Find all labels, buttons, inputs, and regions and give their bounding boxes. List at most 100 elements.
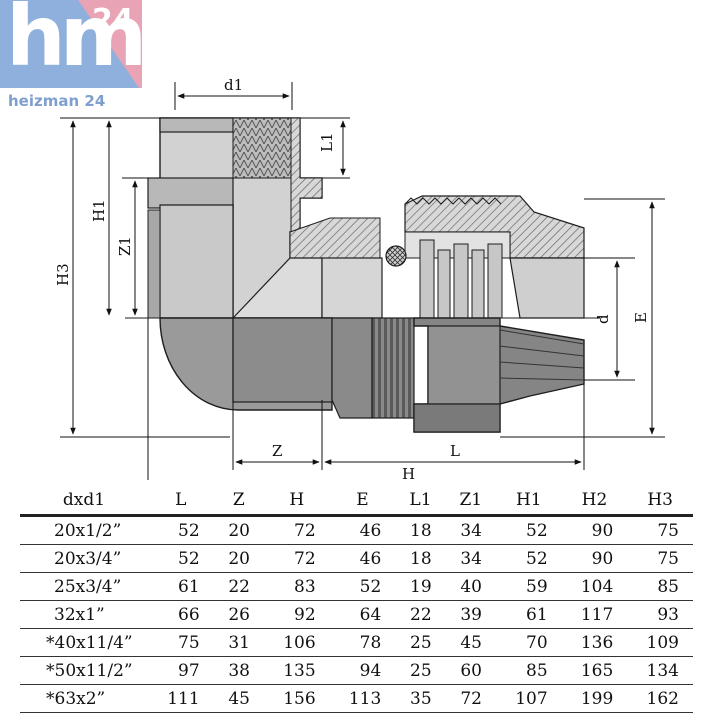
column-header: Z [213, 485, 264, 517]
dim-label-e: E [632, 312, 650, 323]
value-cell: 26 [213, 600, 264, 629]
value-cell: 18 [395, 544, 446, 573]
value-cell: 40 [445, 572, 496, 601]
value-cell: 156 [264, 684, 330, 713]
brand-logo: hm 24 heizman 24 [0, 0, 147, 112]
value-cell: 61 [496, 600, 562, 629]
value-cell: 60 [445, 656, 496, 685]
value-cell: 61 [148, 572, 214, 601]
value-cell: 93 [627, 600, 693, 629]
table-header-row: dxd1 L Z H E L1 Z1 H1 H2 H3 [20, 485, 693, 517]
column-header: H3 [627, 485, 693, 517]
dim-label-l: L [450, 442, 460, 460]
value-cell: 46 [359, 520, 382, 541]
fitting-drawing: d1 L1 H3 H1 Z1 d E Z L H [54, 76, 665, 480]
dim-label-d1: d1 [224, 76, 243, 94]
value-cell: 64 [329, 600, 396, 629]
value-cell: 113 [329, 684, 396, 713]
column-header: L1 [395, 485, 446, 517]
size-cell: 32x1” [20, 600, 148, 629]
value-cell: 22 [395, 600, 446, 629]
value-cell: 134 [627, 656, 693, 685]
column-header: Z1 [445, 485, 496, 517]
value-cell: 39 [445, 600, 496, 629]
size-cell: 20x3/4” [20, 544, 148, 573]
elbow-lower-half [147, 209, 415, 419]
value-cell: 72 [264, 544, 330, 573]
value-cell: 162 [627, 684, 693, 713]
value-cell: 90 [561, 544, 628, 573]
elbow-body [147, 117, 383, 319]
value-cell: 199 [561, 684, 628, 713]
value-cell: 35 [395, 684, 446, 713]
value-cell: 45 [213, 684, 264, 713]
size-cell: *63x2” [20, 684, 148, 713]
value-cell: 20 [213, 544, 264, 573]
value-cell: 136 [561, 628, 628, 657]
value-cell: 117 [561, 600, 628, 629]
dim-label-l1: L1 [318, 132, 336, 152]
logo-number: 24 [92, 3, 134, 38]
value-cell: 75 [627, 544, 693, 573]
size-cell: *50x11/2” [20, 656, 148, 685]
value-cell: 25 [395, 628, 446, 657]
dim-label-h3: H3 [54, 263, 72, 286]
size-cell: 25x3/4” [20, 572, 148, 601]
dim-label-z: Z [272, 442, 282, 460]
value-cell: 52 [496, 544, 562, 573]
value-cell: 52 [178, 520, 200, 541]
dim-label-h: H [402, 465, 415, 480]
value-cell: 34 [460, 520, 482, 541]
value-cell: 25 [395, 656, 446, 685]
value-cell: 75 [657, 520, 679, 541]
value-cell: 94 [329, 656, 396, 685]
value-cell: 106 [264, 628, 330, 657]
value-cell: 52 [148, 544, 214, 573]
value-cell: 85 [627, 572, 693, 601]
value-cell: 66 [148, 600, 214, 629]
value-cell: 165 [561, 656, 628, 685]
value-cell: 59 [496, 572, 562, 601]
compression-nut [385, 195, 585, 433]
value-cell: 92 [264, 600, 330, 629]
value-cell: 34 [445, 544, 496, 573]
logo-mark: hm [6, 0, 147, 85]
value-cell: 18 [410, 520, 432, 541]
value-cell: 52 [329, 572, 396, 601]
column-header: H1 [496, 485, 562, 517]
value-cell: 85 [496, 656, 562, 685]
dim-label-z1: Z1 [116, 236, 134, 256]
value-cell: 70 [496, 628, 562, 657]
column-header: E [329, 485, 396, 517]
column-header: H2 [561, 485, 628, 517]
size-cell: *40x11/4” [20, 628, 148, 657]
value-cell: 45 [445, 628, 496, 657]
value-cell: 19 [395, 572, 446, 601]
size-cell: 20x1/2” [54, 520, 122, 541]
logo-subtitle: heizman 24 [0, 90, 142, 112]
value-cell: 83 [264, 572, 330, 601]
value-cell: 75 [148, 628, 214, 657]
value-cell: 22 [213, 572, 264, 601]
value-cell: 111 [148, 684, 214, 713]
column-header: L [148, 485, 214, 517]
value-cell: 31 [213, 628, 264, 657]
dimension-lines [60, 82, 665, 480]
value-cell: 135 [264, 656, 330, 685]
value-cell: 52 [526, 520, 548, 541]
dim-label-h1: H1 [90, 199, 108, 222]
value-cell: 20 [228, 520, 250, 541]
dim-label-d: d [594, 314, 612, 324]
value-cell: 38 [213, 656, 264, 685]
value-cell: 97 [148, 656, 214, 685]
value-cell: 78 [329, 628, 396, 657]
column-header: dxd1 [20, 485, 148, 517]
value-cell: 72 [294, 520, 316, 541]
